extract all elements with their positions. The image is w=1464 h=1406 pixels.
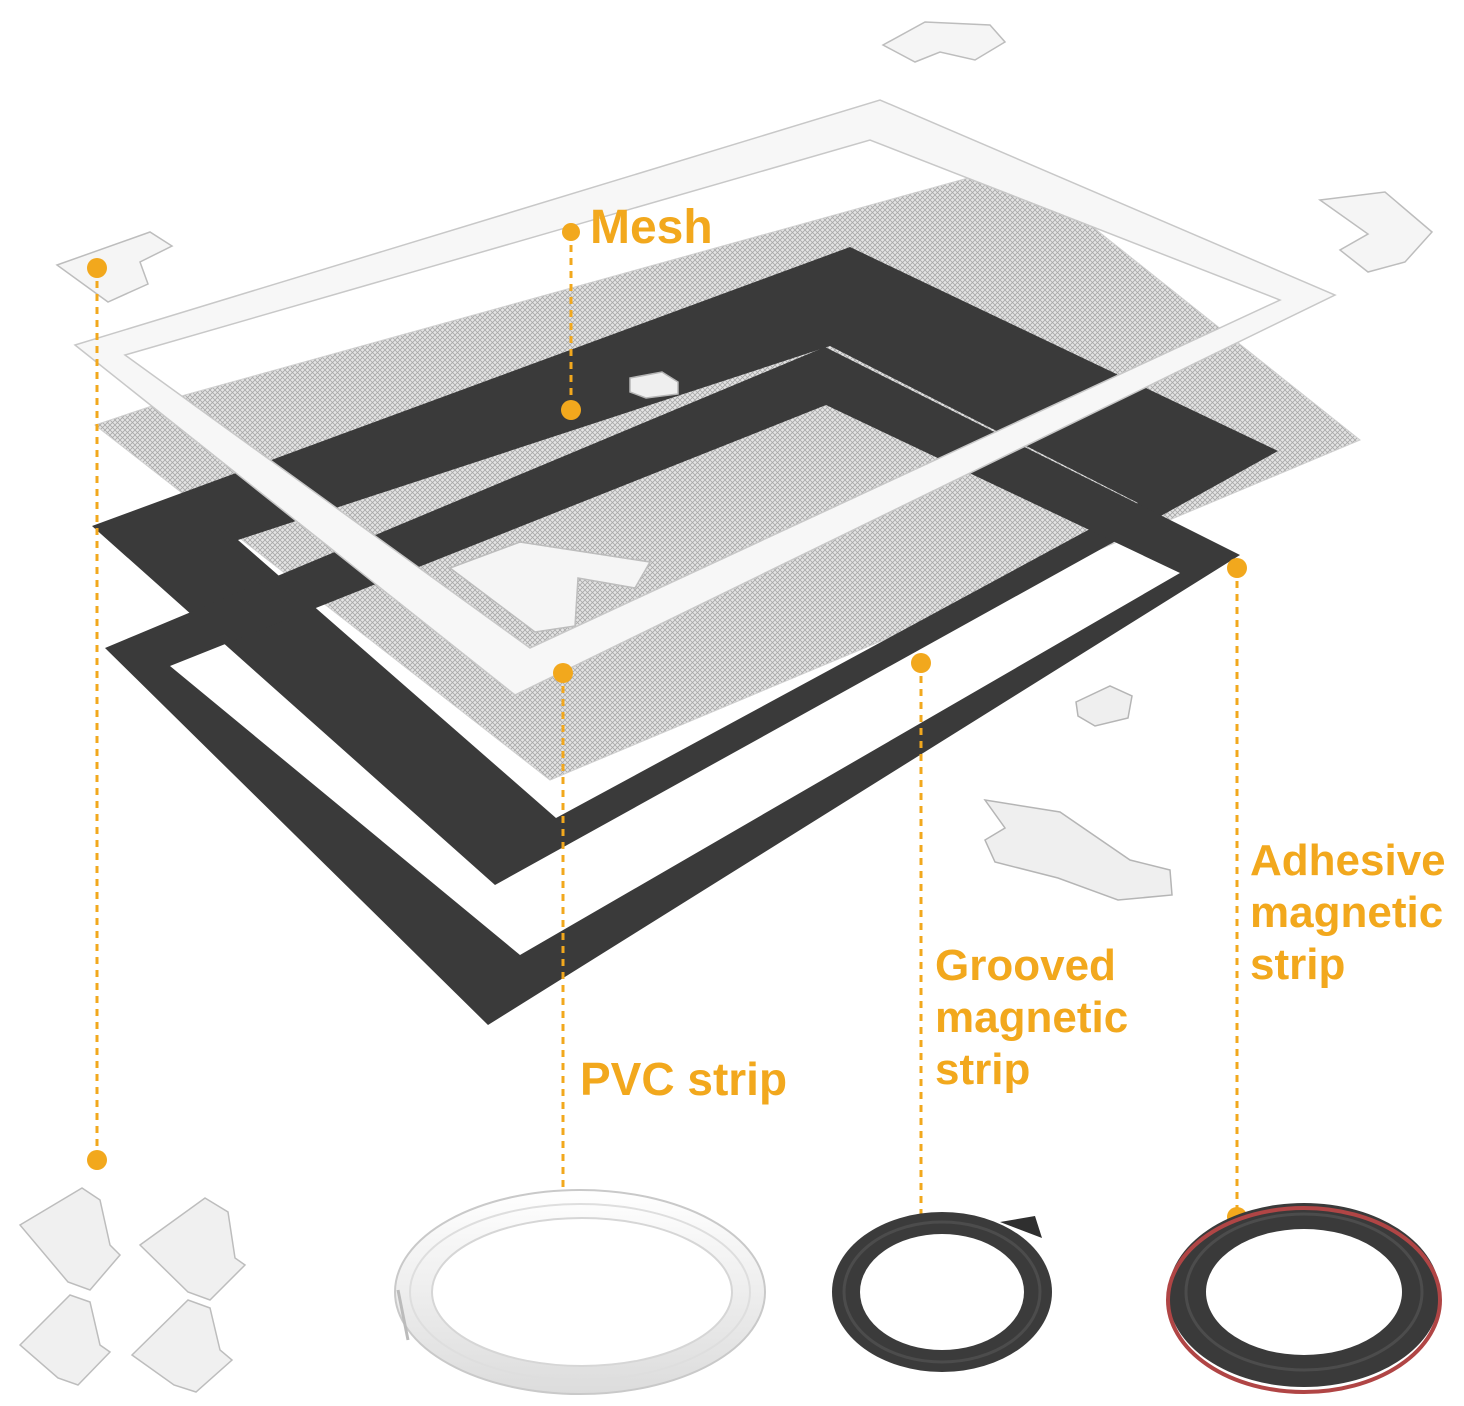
grooved-line-3: strip <box>935 1044 1031 1094</box>
adhesive-line-1: Adhesive <box>1250 836 1446 885</box>
corner-connector-set <box>18 1187 247 1393</box>
strip-clip-icon <box>629 371 1173 901</box>
leader-lines <box>95 232 1239 1228</box>
adhesive-line-2: magnetic <box>1250 887 1444 937</box>
pvc-frame <box>73 99 1337 696</box>
magnetic-roll-icon <box>832 1212 1052 1372</box>
mesh-label: Mesh <box>590 201 713 254</box>
pvc-strip-label: PVC strip <box>580 1053 788 1105</box>
magnetic-roll-icon <box>1166 1203 1442 1394</box>
corner-connector-icon <box>55 21 1434 633</box>
adhesive-magnetic-frame <box>105 347 1240 1025</box>
grooved-magnetic-strip-label: Grooved magnetic strip <box>935 940 1128 1096</box>
adhesive-line-3: strip <box>1250 939 1346 989</box>
pvc-roll-icon <box>394 1189 766 1395</box>
grooved-magnetic-frame <box>92 247 1278 885</box>
grooved-line-2: magnetic <box>935 992 1129 1042</box>
adhesive-magnetic-strip-label: Adhesive magnetic strip <box>1250 835 1446 991</box>
grooved-line-1: Grooved <box>935 941 1116 990</box>
